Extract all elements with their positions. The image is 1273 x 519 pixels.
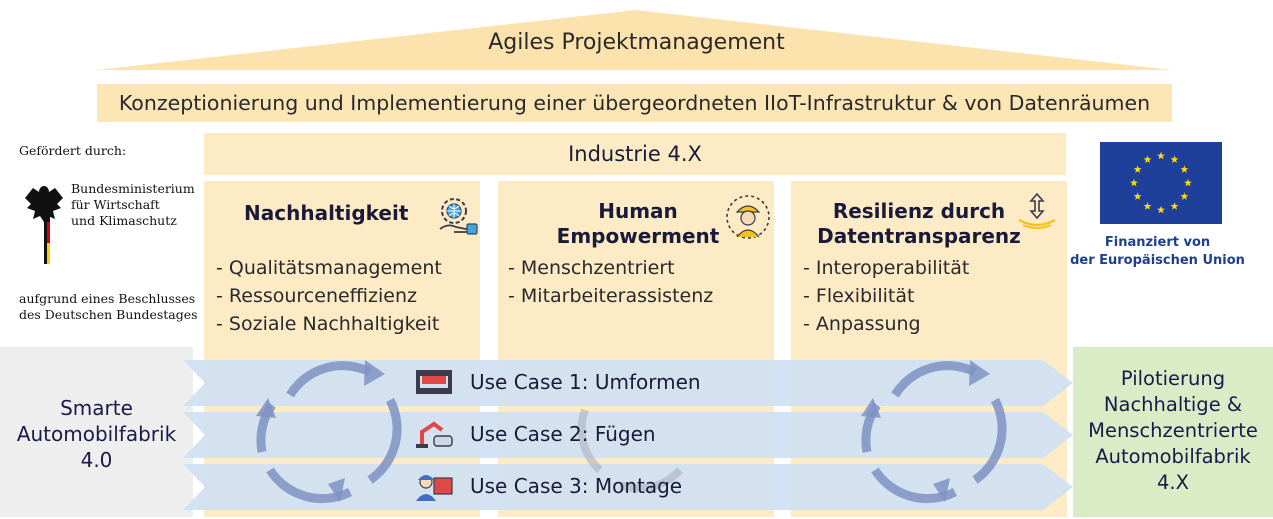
bundestag-note: aufgrund eines Beschlusses des Deutschen… <box>19 291 198 322</box>
eu-star <box>1170 155 1179 164</box>
smart-factory-block <box>0 347 193 517</box>
use-case-3-label: Use Case 3: Montage <box>470 474 683 498</box>
eu-star <box>1133 165 1142 173</box>
cycle-arrow-center <box>577 408 683 493</box>
pillar-sustainability: Nachhaltigkeit Qualitätsmanagement Resso… <box>204 181 480 517</box>
eu-star <box>1184 178 1192 187</box>
eu-star <box>1180 165 1189 173</box>
eu-funding-text: Finanziert von der Europäischen Union <box>1070 235 1245 268</box>
industry-header: Industrie 4.X <box>204 133 1066 175</box>
pilot-factory-block <box>1073 347 1273 517</box>
list-item: Flexibilität <box>803 282 969 310</box>
pilot-factory-text: Pilotierung Nachhaltige & Menschzentrier… <box>1088 367 1258 494</box>
eu-star <box>1143 155 1152 164</box>
list-item: Anpassung <box>803 310 969 338</box>
pillar-items: Menschzentriert Mitarbeiterassistenz <box>508 254 713 310</box>
list-item: Ressourceneffizienz <box>216 282 442 310</box>
list-item: Soziale Nachhaltigkeit <box>216 310 442 338</box>
eu-star <box>1157 151 1165 160</box>
roof-title: Agiles Projektmanagement <box>488 30 785 55</box>
use-case-band-1 <box>183 360 1073 406</box>
list-item: Menschzentriert <box>508 254 713 282</box>
infrastructure-banner: Konzeptionierung und Implementierung ein… <box>97 84 1172 122</box>
eu-star <box>1143 202 1152 210</box>
pillar-human-empowerment: Human Empowerment Menschzentriert Mitarb… <box>498 181 774 517</box>
resilience-arrows-icon <box>1018 192 1056 229</box>
ministry-name: Bundesministerium für Wirtschaft und Kli… <box>71 181 195 228</box>
smart-factory-text: Smarte Automobilfabrik 4.0 <box>16 396 177 472</box>
list-item: Qualitätsmanagement <box>216 254 442 282</box>
pillar-items: Qualitätsmanagement Ressourceneffizienz … <box>216 254 442 338</box>
eu-star <box>1133 192 1142 200</box>
eu-star <box>1130 178 1138 187</box>
use-case-1-label: Use Case 1: Umformen <box>470 370 701 394</box>
pillar-title: Human Empowerment <box>556 199 720 248</box>
eu-star <box>1157 205 1165 214</box>
roof <box>97 10 1172 70</box>
pillar-title: Resilienz durch Datentransparenz <box>817 199 1021 248</box>
globe-gear-hand-icon <box>439 198 478 235</box>
federal-eagle-icon <box>25 186 63 264</box>
worker-icon <box>726 195 770 239</box>
eu-flag-icon <box>1100 142 1222 224</box>
use-case-band-2 <box>183 412 1073 458</box>
funding-intro: Gefördert durch: <box>19 143 127 158</box>
pillar-resilience: Resilienz durch Datentransparenz Interop… <box>791 181 1067 517</box>
press-machine-icon <box>416 370 452 394</box>
list-item: Mitarbeiterassistenz <box>508 282 713 310</box>
eu-star <box>1170 202 1179 210</box>
list-item: Interoperabilität <box>803 254 969 282</box>
pillar-items: Interoperabilität Flexibilität Anpassung <box>803 254 969 338</box>
eu-star <box>1180 192 1189 200</box>
pillar-title: Nachhaltigkeit <box>244 201 409 225</box>
use-case-2-label: Use Case 2: Fügen <box>470 422 656 446</box>
welding-robot-icon <box>416 421 453 448</box>
assembly-worker-icon <box>416 475 453 501</box>
